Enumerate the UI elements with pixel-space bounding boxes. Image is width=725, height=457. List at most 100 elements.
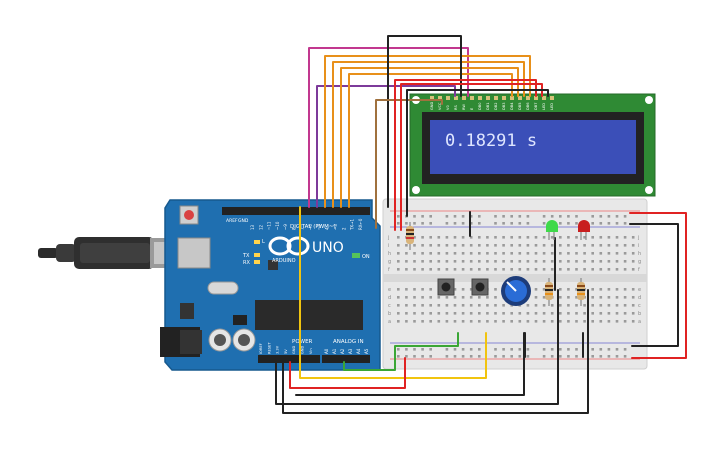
breadboard-hole[interactable] bbox=[526, 355, 530, 358]
breadboard-hole[interactable] bbox=[615, 312, 619, 315]
breadboard-hole[interactable] bbox=[486, 312, 489, 315]
breadboard-hole[interactable] bbox=[478, 296, 481, 299]
breadboard-hole[interactable] bbox=[559, 288, 562, 291]
breadboard-hole[interactable] bbox=[518, 268, 522, 271]
breadboard-hole[interactable] bbox=[445, 320, 449, 323]
breadboard-hole[interactable] bbox=[502, 244, 505, 247]
breadboard-hole[interactable] bbox=[550, 355, 554, 358]
breadboard-hole[interactable] bbox=[518, 222, 522, 225]
breadboard-hole[interactable] bbox=[413, 252, 416, 255]
wire-orange-1[interactable] bbox=[324, 55, 531, 208]
breadboard-hole[interactable] bbox=[518, 312, 522, 315]
breadboard-hole[interactable] bbox=[461, 304, 465, 307]
breadboard-hole[interactable] bbox=[583, 236, 586, 239]
breadboard-hole[interactable] bbox=[623, 222, 627, 225]
reset-button-cap[interactable] bbox=[184, 210, 194, 220]
breadboard-hole[interactable] bbox=[469, 252, 473, 255]
breadboard-hole[interactable] bbox=[591, 215, 594, 218]
breadboard-hole[interactable] bbox=[591, 304, 594, 307]
breadboard-hole[interactable] bbox=[607, 252, 611, 255]
breadboard-hole[interactable] bbox=[510, 252, 513, 255]
breadboard-hole[interactable] bbox=[559, 236, 562, 239]
lcd-pin[interactable] bbox=[518, 96, 522, 100]
breadboard-hole[interactable] bbox=[599, 348, 603, 351]
breadboard-hole[interactable] bbox=[550, 215, 554, 218]
breadboard-hole[interactable] bbox=[486, 236, 489, 239]
breadboard-hole[interactable] bbox=[510, 244, 513, 247]
breadboard-hole[interactable] bbox=[583, 312, 586, 315]
breadboard-hole[interactable] bbox=[461, 215, 465, 218]
breadboard-hole[interactable] bbox=[567, 288, 570, 291]
breadboard-hole[interactable] bbox=[526, 252, 530, 255]
breadboard-hole[interactable] bbox=[469, 215, 473, 218]
breadboard-hole[interactable] bbox=[567, 236, 570, 239]
breadboard-hole[interactable] bbox=[607, 236, 611, 239]
breadboard-hole[interactable] bbox=[494, 296, 497, 299]
pushbutton-2[interactable] bbox=[471, 278, 489, 296]
breadboard-hole[interactable] bbox=[397, 348, 400, 351]
breadboard-hole[interactable] bbox=[615, 252, 619, 255]
breadboard-hole[interactable] bbox=[397, 288, 400, 291]
breadboard-hole[interactable] bbox=[405, 348, 408, 351]
breadboard-hole[interactable] bbox=[623, 236, 627, 239]
breadboard-hole[interactable] bbox=[615, 320, 619, 323]
breadboard-hole[interactable] bbox=[623, 355, 627, 358]
breadboard-hole[interactable] bbox=[631, 252, 635, 255]
breadboard-hole[interactable] bbox=[510, 312, 513, 315]
breadboard-hole[interactable] bbox=[567, 268, 570, 271]
breadboard-hole[interactable] bbox=[623, 268, 627, 271]
breadboard-hole[interactable] bbox=[518, 260, 522, 263]
breadboard-hole[interactable] bbox=[510, 355, 513, 358]
breadboard-hole[interactable] bbox=[615, 288, 619, 291]
breadboard-hole[interactable] bbox=[437, 268, 441, 271]
breadboard-hole[interactable] bbox=[631, 304, 635, 307]
breadboard-hole[interactable] bbox=[429, 260, 432, 263]
breadboard-hole[interactable] bbox=[413, 296, 416, 299]
breadboard-hole[interactable] bbox=[534, 268, 538, 271]
breadboard-hole[interactable] bbox=[623, 215, 627, 218]
breadboard-hole[interactable] bbox=[413, 244, 416, 247]
breadboard-hole[interactable] bbox=[413, 268, 416, 271]
breadboard-hole[interactable] bbox=[542, 215, 546, 218]
breadboard-hole[interactable] bbox=[461, 296, 465, 299]
breadboard-hole[interactable] bbox=[397, 304, 400, 307]
breadboard-hole[interactable] bbox=[494, 252, 497, 255]
breadboard-hole[interactable] bbox=[615, 215, 619, 218]
breadboard-hole[interactable] bbox=[421, 348, 424, 351]
wire-yellow[interactable] bbox=[299, 206, 487, 379]
breadboard-hole[interactable] bbox=[631, 288, 635, 291]
breadboard-hole[interactable] bbox=[486, 304, 489, 307]
breadboard-hole[interactable] bbox=[429, 355, 432, 358]
resistor-mid-1[interactable] bbox=[545, 278, 553, 306]
breadboard-hole[interactable] bbox=[542, 296, 546, 299]
breadboard-hole[interactable] bbox=[623, 320, 627, 323]
breadboard-hole[interactable] bbox=[421, 355, 424, 358]
breadboard-hole[interactable] bbox=[607, 222, 611, 225]
breadboard-hole[interactable] bbox=[607, 312, 611, 315]
breadboard-hole[interactable] bbox=[502, 348, 505, 351]
breadboard-hole[interactable] bbox=[461, 260, 465, 263]
breadboard-hole[interactable] bbox=[502, 252, 505, 255]
breadboard-hole[interactable] bbox=[526, 244, 530, 247]
breadboard-hole[interactable] bbox=[469, 244, 473, 247]
breadboard-hole[interactable] bbox=[405, 288, 408, 291]
breadboard-hole[interactable] bbox=[437, 244, 441, 247]
breadboard-hole[interactable] bbox=[542, 320, 546, 323]
wire-brown[interactable] bbox=[375, 99, 443, 229]
breadboard-hole[interactable] bbox=[453, 236, 457, 239]
breadboard-hole[interactable] bbox=[526, 215, 530, 218]
breadboard-hole[interactable] bbox=[599, 252, 603, 255]
breadboard-hole[interactable] bbox=[461, 288, 465, 291]
breadboard-hole[interactable] bbox=[397, 236, 400, 239]
lcd-pin[interactable] bbox=[478, 96, 482, 100]
breadboard-hole[interactable] bbox=[437, 312, 441, 315]
breadboard-hole[interactable] bbox=[591, 288, 594, 291]
breadboard-hole[interactable] bbox=[526, 222, 530, 225]
breadboard-hole[interactable] bbox=[397, 222, 400, 225]
breadboard-hole[interactable] bbox=[575, 268, 578, 271]
breadboard-hole[interactable] bbox=[421, 320, 424, 323]
breadboard-hole[interactable] bbox=[534, 304, 538, 307]
breadboard-hole[interactable] bbox=[542, 304, 546, 307]
breadboard-hole[interactable] bbox=[478, 260, 481, 263]
